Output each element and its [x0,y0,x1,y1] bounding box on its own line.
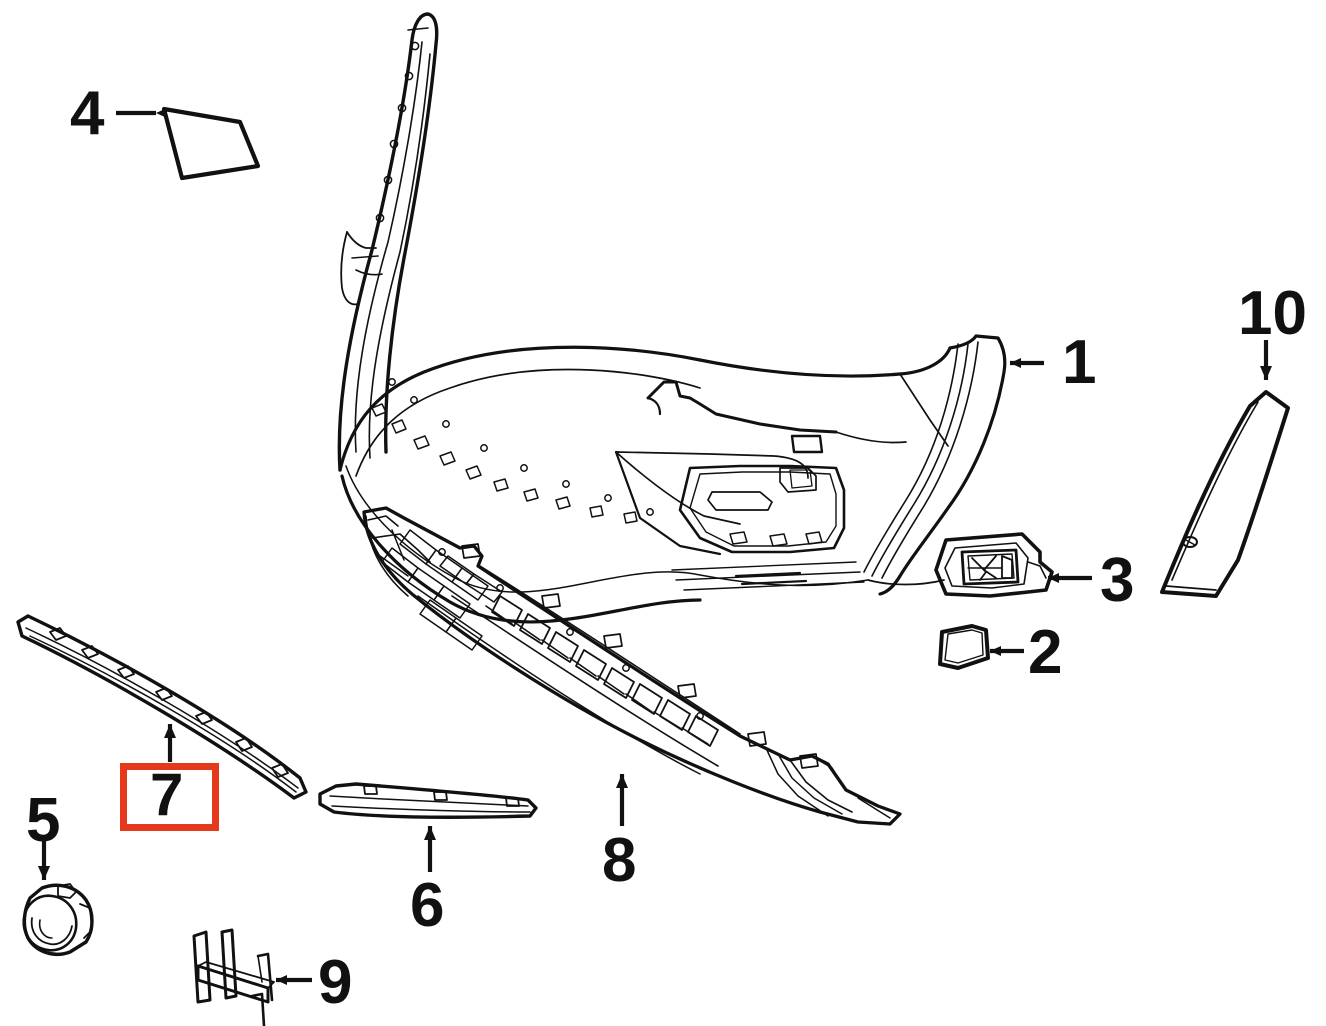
callout-number-8: 8 [602,826,637,895]
part-bumper-cover [337,12,1007,624]
callout-number-1: 1 [1062,328,1097,397]
callout-number-5: 5 [26,786,61,855]
callout-number-9: 9 [318,948,353,1017]
callout-number-10: 10 [1238,279,1307,348]
callout-number-7: 7 [150,761,184,828]
callout-leaders [38,108,1272,985]
part-lower-trim-molding-short [318,782,538,819]
part-upper-trim-molding-long [16,614,308,800]
part-small-cover-cap [938,624,990,670]
part-parking-assist-sensor [22,883,94,957]
part-mounting-bracket [192,928,275,1026]
callout-number-2: 2 [1028,618,1063,687]
part-lower-deflector-skid-shield [362,506,902,826]
highlight-box-callout-7 [120,763,219,831]
callout-number-3: 3 [1100,546,1135,615]
part-side-filler-trim [1160,390,1290,598]
part-tow-hook-cover-panel [161,106,261,181]
part-tow-eye-bracket-cover [934,532,1054,598]
callout-number-4: 4 [70,79,105,148]
callout-number-6: 6 [410,871,445,940]
